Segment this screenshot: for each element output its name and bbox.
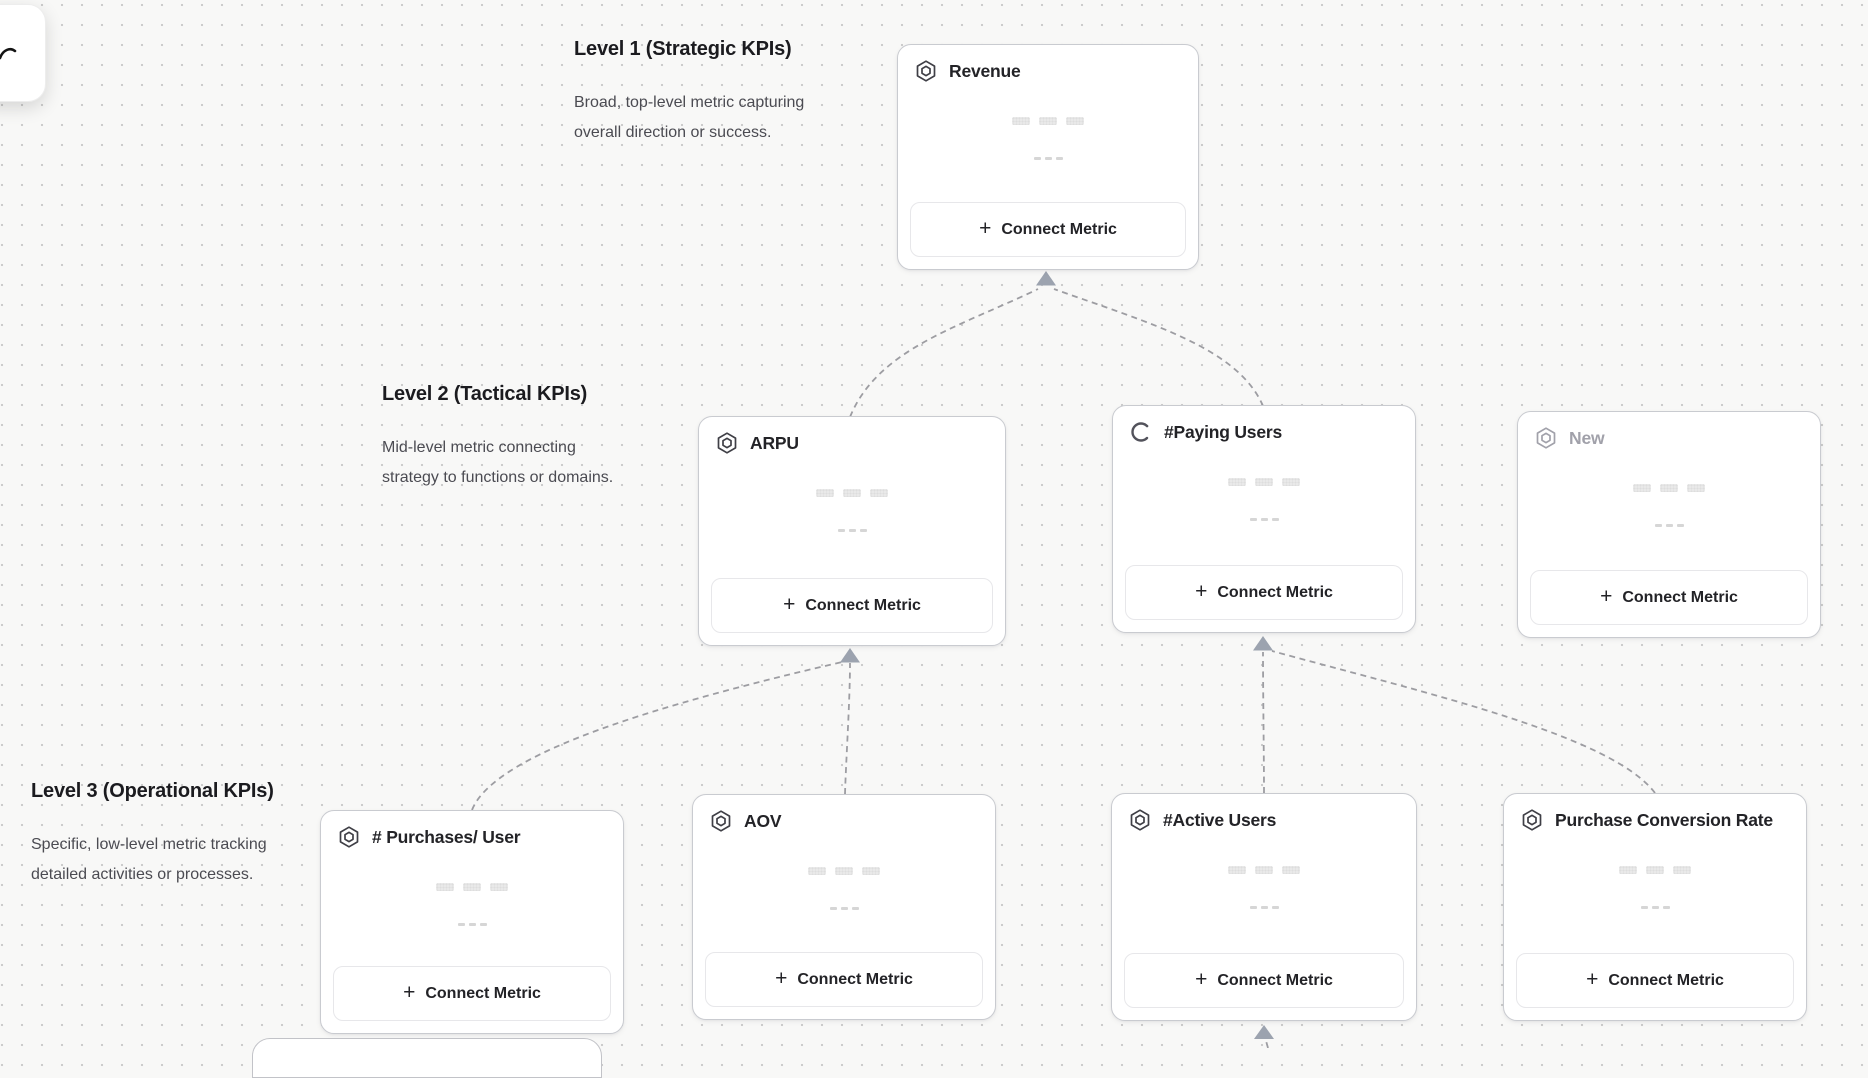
plus-icon: + bbox=[403, 981, 416, 1004]
metric-card-title: # Purchases/ User bbox=[372, 826, 521, 847]
connect-metric-button[interactable]: + Connect Metric bbox=[711, 578, 993, 633]
card-header: Purchase Conversion Rate bbox=[1520, 808, 1792, 832]
arrowhead-into-paying-users bbox=[1253, 636, 1273, 651]
plus-icon: + bbox=[1195, 580, 1208, 603]
plus-icon: + bbox=[775, 967, 788, 990]
section-level-1: Level 1 (Strategic KPIs) Broad, top-leve… bbox=[574, 36, 804, 148]
connect-metric-button[interactable]: + Connect Metric bbox=[910, 202, 1186, 257]
metric-skeleton-placeholder bbox=[1504, 866, 1806, 909]
metric-card-title: ARPU bbox=[750, 432, 799, 453]
hexagon-metric-icon bbox=[1128, 808, 1152, 832]
level-2-title: Level 2 (Tactical KPIs) bbox=[382, 383, 588, 405]
section-level-2: Level 2 (Tactical KPIs) Mid-level metric… bbox=[382, 381, 613, 493]
card-header: New bbox=[1534, 426, 1806, 450]
level-3-title: Level 3 (Operational KPIs) bbox=[31, 780, 274, 802]
hexagon-metric-icon bbox=[337, 825, 361, 849]
metric-card-title: #Paying Users bbox=[1164, 421, 1283, 442]
edge-arpu-to-revenue[interactable] bbox=[849, 288, 1039, 418]
hexagon-metric-icon bbox=[914, 59, 938, 83]
edge-paying-users-to-revenue[interactable] bbox=[1053, 288, 1264, 407]
level-1-title: Level 1 (Strategic KPIs) bbox=[574, 38, 792, 60]
card-header: AOV bbox=[709, 809, 981, 833]
connect-metric-button[interactable]: + Connect Metric bbox=[1530, 570, 1808, 625]
metric-skeleton-placeholder bbox=[1112, 866, 1416, 909]
connect-metric-button[interactable]: + Connect Metric bbox=[1516, 953, 1794, 1008]
plus-icon: + bbox=[1600, 585, 1613, 608]
edge-purchase-conversion-rate-to-paying-users[interactable] bbox=[1271, 650, 1656, 794]
plus-icon: + bbox=[1586, 968, 1599, 991]
hexagon-metric-icon bbox=[709, 809, 733, 833]
metric-card-title: Purchase Conversion Rate bbox=[1555, 809, 1773, 830]
connect-metric-button[interactable]: + Connect Metric bbox=[705, 952, 983, 1007]
metric-card-purchases-per-user[interactable]: # Purchases/ User + Connect Metric bbox=[320, 810, 624, 1034]
metric-card-title: Revenue bbox=[949, 60, 1021, 81]
plus-icon: + bbox=[1195, 968, 1208, 991]
metric-skeleton-placeholder bbox=[1113, 478, 1415, 521]
metric-card-title: New bbox=[1569, 427, 1605, 448]
metric-skeleton-placeholder bbox=[693, 867, 995, 910]
edge-offscreen-to-active-users[interactable] bbox=[1265, 1038, 1269, 1048]
metric-card-purchase-conversion-rate[interactable]: Purchase Conversion Rate + Connect Metri… bbox=[1503, 793, 1807, 1021]
floating-toolbar[interactable] bbox=[0, 4, 46, 102]
card-header: Revenue bbox=[914, 59, 1184, 83]
metric-card-partial-bottom[interactable] bbox=[252, 1038, 602, 1078]
arrowhead-into-active-users bbox=[1254, 1025, 1274, 1039]
section-level-3: Level 3 (Operational KPIs) Specific, low… bbox=[31, 778, 274, 890]
arrowhead-into-revenue bbox=[1036, 271, 1056, 286]
metric-card-active-users[interactable]: #Active Users + Connect Metric bbox=[1111, 793, 1417, 1021]
plus-icon: + bbox=[979, 217, 992, 240]
card-header: # Purchases/ User bbox=[337, 825, 609, 849]
card-header: #Active Users bbox=[1128, 808, 1402, 832]
connect-metric-button[interactable]: + Connect Metric bbox=[1125, 565, 1403, 620]
plus-icon: + bbox=[783, 593, 796, 616]
metric-card-title: AOV bbox=[744, 810, 782, 831]
metric-card-aov[interactable]: AOV + Connect Metric bbox=[692, 794, 996, 1020]
metric-skeleton-placeholder bbox=[1518, 484, 1820, 527]
metric-card-paying-users[interactable]: #Paying Users + Connect Metric bbox=[1112, 405, 1416, 633]
hexagon-metric-icon bbox=[1520, 808, 1544, 832]
connect-metric-button[interactable]: + Connect Metric bbox=[1124, 953, 1404, 1008]
edge-purchases-per-user-to-arpu[interactable] bbox=[471, 661, 843, 811]
metric-skeleton-placeholder bbox=[898, 117, 1198, 160]
hexagon-metric-icon bbox=[1534, 426, 1558, 450]
card-header: ARPU bbox=[715, 431, 991, 455]
spinner-icon bbox=[1129, 420, 1153, 444]
metric-card-title: #Active Users bbox=[1163, 809, 1277, 830]
metric-card-arpu[interactable]: ARPU + Connect Metric bbox=[698, 416, 1006, 646]
connect-metric-button[interactable]: + Connect Metric bbox=[333, 966, 611, 1021]
metric-skeleton-placeholder bbox=[699, 489, 1005, 532]
metric-skeleton-placeholder bbox=[321, 883, 623, 926]
arrowhead-into-arpu bbox=[840, 648, 860, 663]
edge-active-users-to-paying-users[interactable] bbox=[1262, 651, 1265, 794]
card-header: #Paying Users bbox=[1129, 420, 1401, 444]
hexagon-metric-icon bbox=[715, 431, 739, 455]
metric-card-new[interactable]: New + Connect Metric bbox=[1517, 411, 1821, 638]
metric-card-revenue[interactable]: Revenue + Connect Metric bbox=[897, 44, 1199, 270]
cursor-icon bbox=[0, 47, 17, 60]
edge-aov-to-arpu[interactable] bbox=[844, 662, 851, 795]
